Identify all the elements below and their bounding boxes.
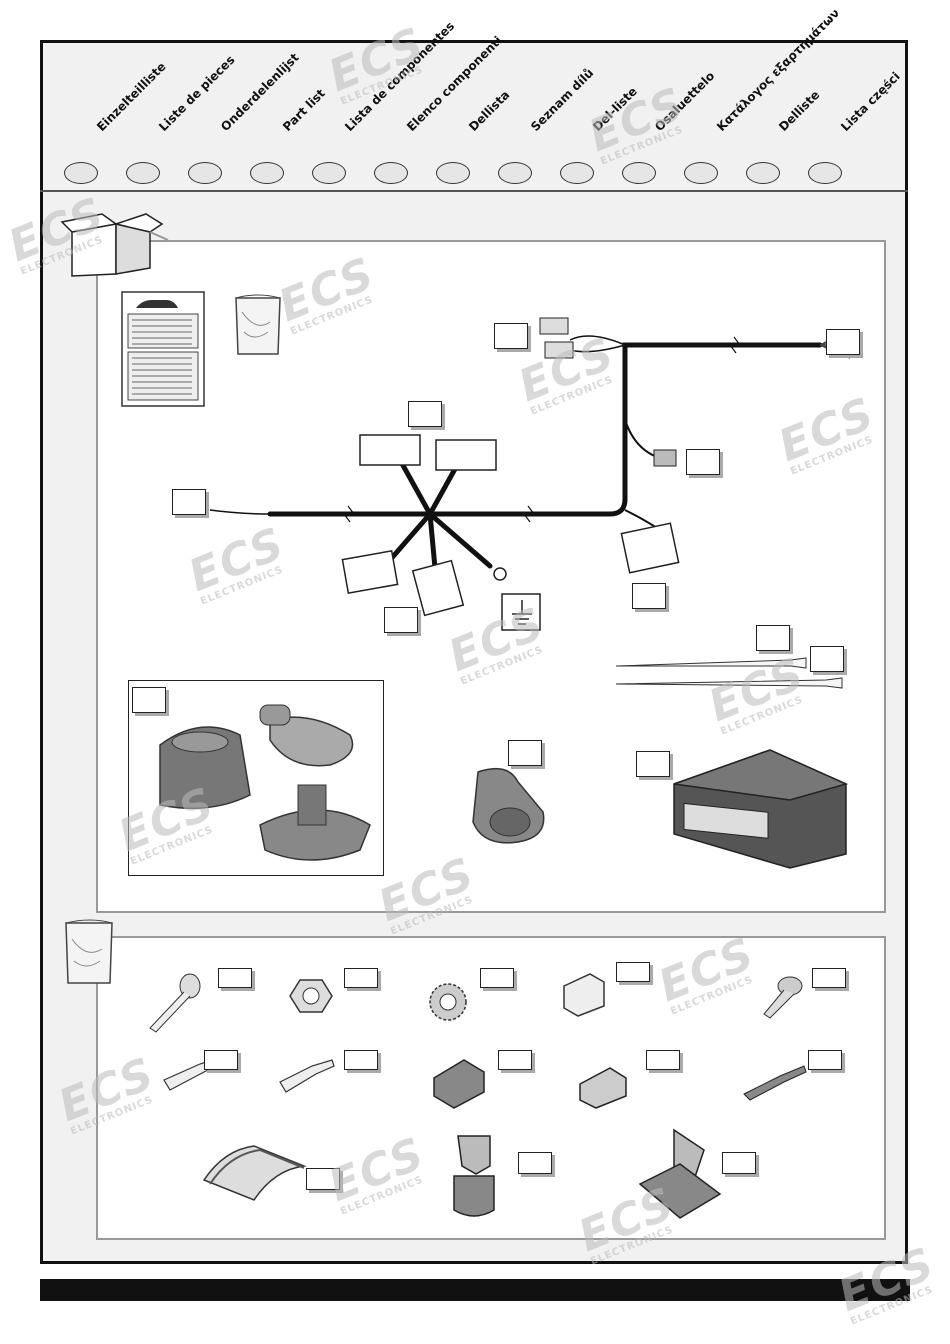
splice-connector-icon: [453, 1135, 495, 1217]
part-number-box: [480, 968, 514, 988]
part-number-box: [756, 625, 790, 651]
splice-connector-icon: [638, 1128, 722, 1219]
part-number-box: [408, 401, 442, 427]
wiring-harness: [209, 317, 851, 617]
fuse-icon: [563, 973, 605, 1017]
language-checkbox[interactable]: [250, 162, 284, 184]
part-number-box: [808, 1050, 842, 1070]
part-number-box: [616, 962, 650, 982]
grommet-icon: [472, 767, 545, 844]
part-number-box: [132, 687, 166, 713]
part-number-box: [384, 607, 418, 633]
part-number-box: [508, 740, 542, 766]
part-number-box: [810, 646, 844, 672]
connector-housing-icon: [433, 1059, 485, 1109]
lang-label: Dellista: [466, 87, 513, 134]
screw-icon: [763, 976, 803, 1019]
language-checkbox[interactable]: [746, 162, 780, 184]
control-module-icon: [673, 749, 849, 869]
language-checkbox[interactable]: [436, 162, 470, 184]
nut-icon: [289, 979, 333, 1013]
insulation-pad-icon: [202, 1145, 307, 1201]
part-number-box: [344, 1050, 378, 1070]
washer-icon: [429, 983, 467, 1021]
instruction-sheet-icon: [121, 291, 205, 407]
ground-symbol-icon: [501, 593, 541, 631]
part-number-box: [498, 1050, 532, 1070]
language-checkbox[interactable]: [312, 162, 346, 184]
language-checkbox[interactable]: [498, 162, 532, 184]
language-checkbox[interactable]: [622, 162, 656, 184]
language-checkbox[interactable]: [808, 162, 842, 184]
bolt-icon: [149, 973, 201, 1033]
cable-ties: [615, 657, 843, 689]
part-number-box: [518, 1152, 552, 1174]
part-number-box: [204, 1050, 238, 1070]
parts-bag-icon: [65, 919, 113, 984]
lang-label: Del-liste: [590, 84, 640, 134]
language-checkbox[interactable]: [188, 162, 222, 184]
header-divider: [40, 190, 908, 192]
terminal-icon: [279, 1059, 335, 1093]
part-number-box: [826, 329, 860, 355]
part-number-box: [632, 583, 666, 609]
open-box-icon: [60, 213, 169, 277]
language-checkbox[interactable]: [64, 162, 98, 184]
lang-label: Part list: [280, 86, 328, 134]
connector-housing-icon: [579, 1067, 627, 1109]
part-number-box: [172, 489, 206, 515]
lang-label: Seznam dílů: [528, 65, 597, 134]
language-checkbox[interactable]: [560, 162, 594, 184]
lang-label: Lista de componentes: [342, 18, 458, 135]
part-number-box: [686, 449, 720, 475]
lang-label: Lista części: [838, 69, 903, 134]
part-number-box: [494, 323, 528, 349]
lang-label: Κατάλογος εξαρτημάτων: [714, 5, 843, 135]
parts-bag-icon: [235, 294, 281, 355]
part-number-box: [344, 968, 378, 988]
part-number-box: [636, 751, 670, 777]
language-checkbox[interactable]: [684, 162, 718, 184]
language-checkbox[interactable]: [126, 162, 160, 184]
footer-bar: [40, 1279, 910, 1301]
lang-label: Delliste: [776, 87, 823, 134]
part-number-box: [218, 968, 252, 988]
part-number-box: [646, 1050, 680, 1070]
part-number-box: [722, 1152, 756, 1174]
lang-label: Osaluettelo: [652, 68, 718, 134]
towbar-socket: [159, 704, 371, 861]
part-number-box: [812, 968, 846, 988]
language-checkbox[interactable]: [374, 162, 408, 184]
terminal-icon: [743, 1065, 807, 1101]
part-number-box: [306, 1168, 340, 1190]
